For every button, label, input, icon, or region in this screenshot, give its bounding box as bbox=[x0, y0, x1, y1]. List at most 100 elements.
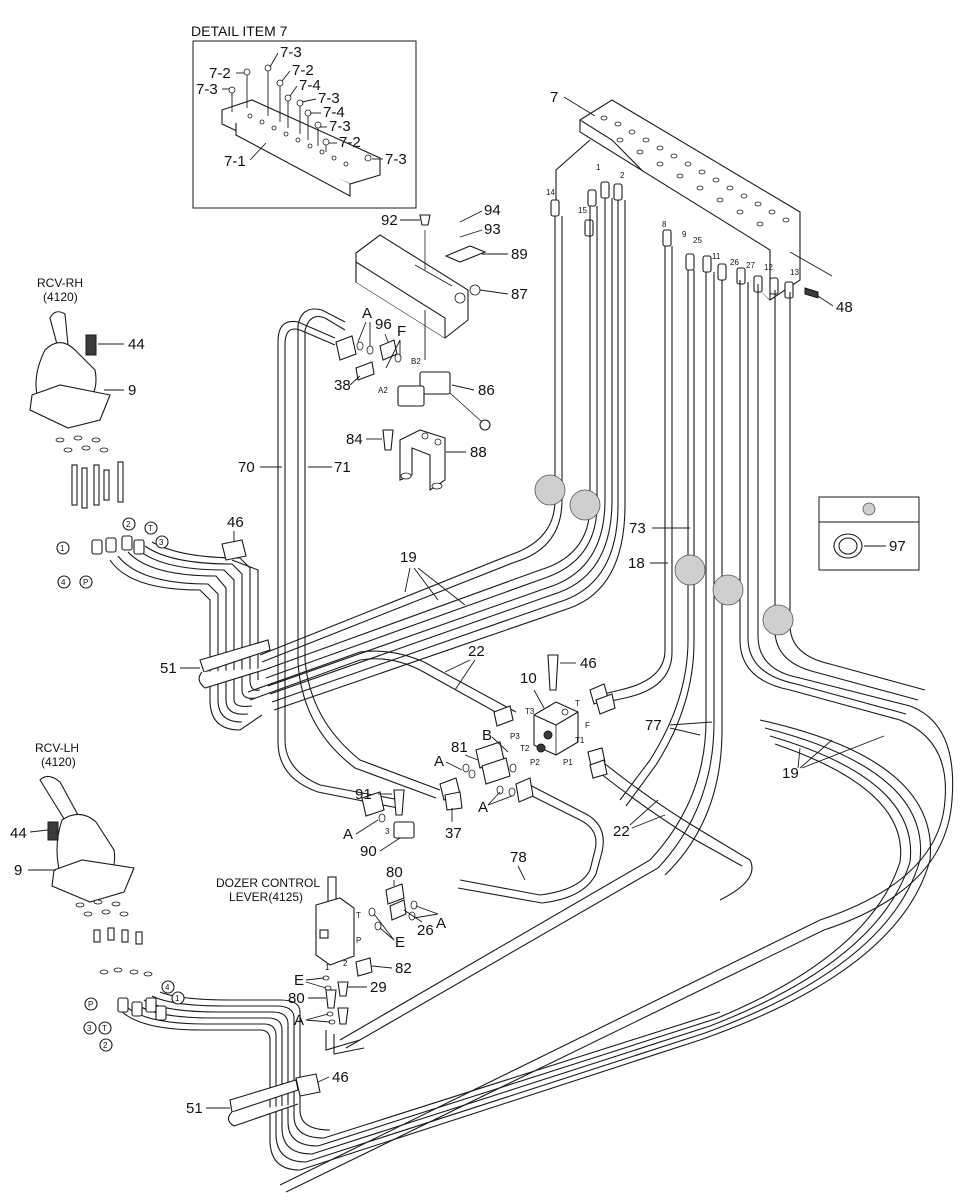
callout-18: 18 bbox=[628, 555, 645, 572]
callout-A-bottom: A bbox=[294, 1012, 304, 1029]
callout-38: 38 bbox=[334, 377, 351, 394]
lh-grip bbox=[39, 775, 79, 823]
port-label-1: 1 bbox=[596, 163, 601, 172]
lh-port-4: 4 bbox=[165, 983, 170, 992]
port-label-25: 25 bbox=[693, 236, 702, 245]
plate-89 bbox=[444, 245, 487, 263]
port-label-2: 2 bbox=[620, 171, 625, 180]
bracket-hose-fittings bbox=[550, 181, 794, 299]
callout-51-upper: 51 bbox=[160, 660, 177, 677]
hoses-73-18-77 bbox=[339, 246, 723, 1049]
rh-port-3: 3 bbox=[159, 538, 164, 547]
callout-44-rh: 44 bbox=[128, 336, 145, 353]
callout-A-dozer: A bbox=[436, 915, 446, 932]
lh-control-tubes bbox=[119, 719, 932, 1171]
callout-89: 89 bbox=[511, 246, 528, 263]
callout-82: 82 bbox=[395, 960, 412, 977]
fittings-91-90: 3 91 A 90 bbox=[343, 786, 415, 860]
callout-92: 92 bbox=[381, 212, 398, 229]
hose-78 bbox=[457, 781, 604, 904]
detail-label-7-3-right: 7-3 bbox=[385, 151, 407, 168]
dozer-control-lever: DOZER CONTROL LEVER(4125) T P 1 2 80 E 2… bbox=[216, 864, 446, 1055]
lh-screws bbox=[75, 899, 153, 977]
callout-22-lower: 22 bbox=[613, 823, 630, 840]
port-label-15: 15 bbox=[578, 206, 587, 215]
port-label-9: 9 bbox=[682, 230, 687, 239]
callout-80-top: 80 bbox=[386, 864, 403, 881]
solenoid-port-A2: A2 bbox=[378, 386, 388, 395]
detail-label-7-2-lower: 7-2 bbox=[339, 134, 361, 151]
rcv-lh-joystick: RCV-LH (4120) 44 9 bbox=[10, 741, 153, 977]
valve-port-P3: P3 bbox=[510, 732, 520, 741]
callout-44-lh: 44 bbox=[10, 825, 27, 842]
port-label-26: 26 bbox=[730, 258, 739, 267]
callout-10: 10 bbox=[520, 670, 537, 687]
callout-97: 97 bbox=[889, 538, 906, 555]
callout-22-upper: 22 bbox=[468, 643, 485, 660]
detail-fittings bbox=[228, 64, 372, 167]
detail-label-7-2-left: 7-2 bbox=[209, 65, 231, 82]
rcv-rh-joystick: RCV-RH (4120) 44 9 bbox=[29, 276, 145, 509]
solenoid-valve-86: B2 A2 86 bbox=[378, 357, 495, 431]
callout-94: 94 bbox=[484, 202, 501, 219]
rh-port-2: 2 bbox=[126, 520, 131, 529]
callout-87: 87 bbox=[511, 286, 528, 303]
callout-7: 7 bbox=[550, 89, 558, 106]
dozer-port-P: P bbox=[356, 936, 361, 945]
detail-labels: 7-3 7-2 7-3 7-2 7-4 7-3 7-4 7-3 7-2 7-3 … bbox=[196, 44, 407, 170]
bolt-46-center bbox=[547, 654, 559, 691]
callout-88: 88 bbox=[470, 444, 487, 461]
selector-valve-10: 10 46 T3 T P3 F T2 T1 P2 P1 bbox=[493, 654, 616, 779]
lh-port-T: T bbox=[102, 1024, 107, 1033]
lh-base-plate bbox=[51, 859, 135, 903]
hose-bundle-19-right bbox=[279, 280, 954, 1193]
port-label-11: 11 bbox=[712, 252, 721, 261]
callout-73: 73 bbox=[629, 520, 646, 537]
valve-port-T2: T2 bbox=[520, 744, 530, 753]
callout-46-lower: 46 bbox=[332, 1069, 349, 1086]
callout-29: 29 bbox=[370, 979, 387, 996]
rcv-rh-name: RCV-RH bbox=[37, 276, 83, 290]
valve-port-F: F bbox=[585, 721, 590, 730]
lh-port-marks: P 4 1 3 T 2 bbox=[83, 980, 185, 1052]
callout-70: 70 bbox=[238, 459, 255, 476]
rh-port-T: T bbox=[148, 524, 153, 533]
detail-item-7-box: DETAIL ITEM 7 7-3 7-2 7-3 bbox=[191, 23, 417, 209]
lh-port-1: 1 bbox=[175, 994, 180, 1003]
main-port-bracket: 7 48 bbox=[550, 89, 853, 316]
detail-label-7-3-lower: 7-3 bbox=[329, 118, 351, 135]
lh-port-P: P bbox=[88, 1000, 93, 1009]
valve-port-T3: T3 bbox=[525, 707, 535, 716]
bracket-holes bbox=[600, 115, 790, 227]
port-label-13: 13 bbox=[790, 268, 799, 277]
bracket-edge bbox=[579, 120, 771, 300]
rh-base-plate bbox=[29, 384, 111, 429]
callout-26: 26 bbox=[417, 922, 434, 939]
rh-port-4: 4 bbox=[61, 578, 66, 587]
detail-frame bbox=[192, 40, 417, 209]
detail-label-7-4-mid: 7-4 bbox=[299, 77, 321, 94]
lh-port-3: 3 bbox=[87, 1024, 92, 1033]
valve-port-T1: T1 bbox=[575, 736, 585, 745]
port-label-27: 27 bbox=[746, 261, 755, 270]
rcv-lh-code: (4120) bbox=[41, 755, 76, 769]
bracket-88: 88 84 bbox=[346, 429, 487, 492]
callout-81: 81 bbox=[451, 739, 468, 756]
fittings-96-38-A-F: A 96 F 38 bbox=[334, 305, 406, 394]
rh-grip bbox=[49, 311, 69, 349]
detail-label-7-2-mid: 7-2 bbox=[292, 62, 314, 79]
port-label-14: 14 bbox=[546, 188, 555, 197]
detail-label-7-3-top: 7-3 bbox=[280, 44, 302, 61]
bolt-92 bbox=[419, 214, 431, 226]
bolt-44-rh bbox=[85, 334, 97, 356]
callout-51-lower: 51 bbox=[186, 1100, 203, 1117]
rh-screws bbox=[55, 435, 124, 509]
dozer-port-1: 1 bbox=[325, 963, 330, 972]
bracket-port-labels: 14 1 2 15 8 9 25 11 26 27 12 13 bbox=[546, 163, 799, 277]
callout-E-left: E bbox=[294, 972, 304, 989]
label-port-3: 3 bbox=[385, 827, 390, 836]
detail-title: DETAIL ITEM 7 bbox=[191, 23, 288, 39]
dozer-valve-body bbox=[315, 897, 355, 966]
callout-96: 96 bbox=[375, 316, 392, 333]
lh-port-2: 2 bbox=[103, 1041, 108, 1050]
